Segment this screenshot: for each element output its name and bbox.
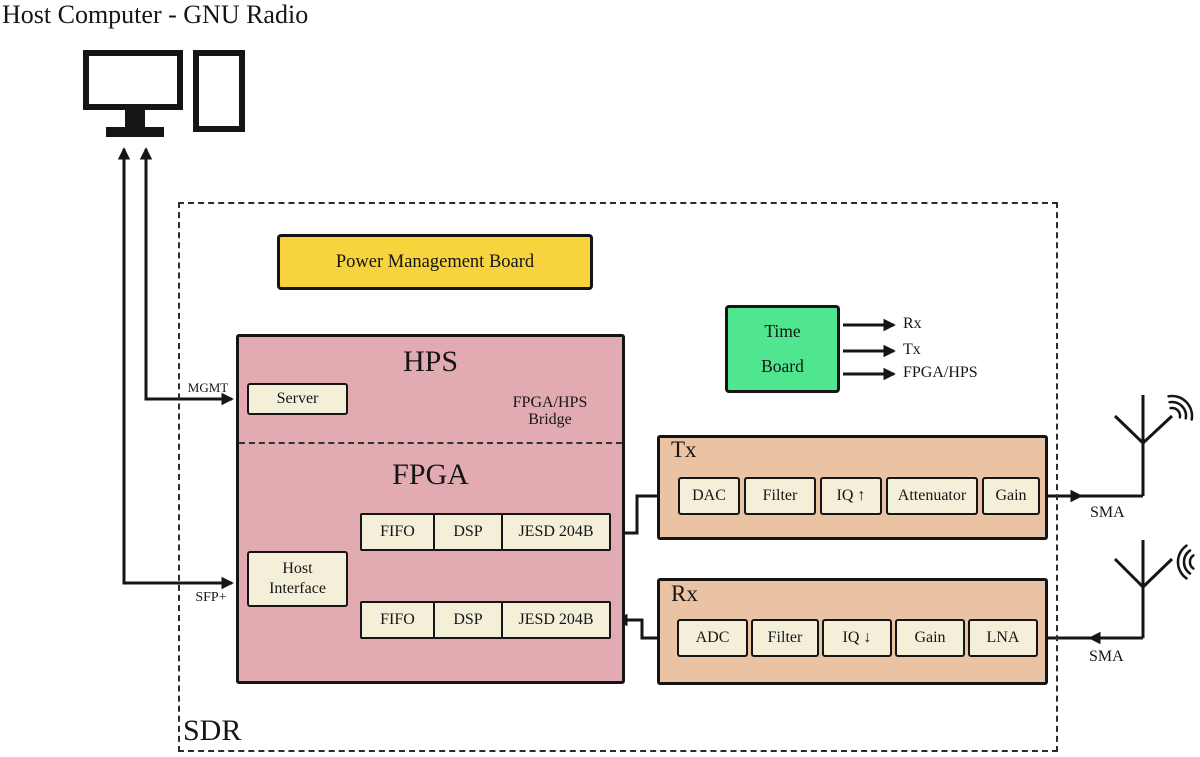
- time-output-tx-label: Tx: [903, 341, 921, 358]
- monitor-base-icon: [106, 127, 164, 137]
- rx-chain-title: Rx: [671, 581, 698, 606]
- fpga-rx-path-row: FIFO DSP JESD 204B: [360, 601, 611, 639]
- tx-gain-block: Gain: [982, 477, 1040, 515]
- computer-tower-icon: [193, 50, 245, 132]
- sdr-enclosure: [178, 202, 1058, 752]
- rx-chain-row: ADC Filter IQ ↓ Gain LNA: [677, 619, 1038, 657]
- time-board-label-line2: Board: [761, 355, 804, 376]
- sfp-cable-line: [117, 147, 234, 590]
- hps-fpga-divider: [239, 442, 622, 444]
- fpga-hps-bridge-label: FPGA/HPS Bridge: [500, 394, 600, 428]
- rx-filter-block: Filter: [751, 619, 819, 657]
- tx-filter-block: Filter: [744, 477, 816, 515]
- mgmt-link-label: MGMT: [187, 380, 229, 395]
- tx-sma-label: SMA: [1090, 504, 1125, 521]
- adc-block: ADC: [677, 619, 748, 657]
- monitor-icon: [83, 50, 183, 110]
- tx-antenna-icon: [1113, 395, 1174, 496]
- host-interface-block: Host Interface: [247, 551, 348, 607]
- power-management-board: Power Management Board: [277, 234, 593, 290]
- rx-radio-waves-icon: [1176, 544, 1195, 580]
- time-board-label-line1: Time: [764, 321, 801, 342]
- iq-down-block: IQ ↓: [822, 619, 892, 657]
- rx-sma-label: SMA: [1089, 648, 1124, 665]
- tx-dsp-block: DSP: [433, 513, 503, 551]
- rx-gain-block: Gain: [895, 619, 965, 657]
- time-board: Time Board: [725, 305, 840, 393]
- lna-block: LNA: [968, 619, 1038, 657]
- time-output-rx-label: Rx: [903, 315, 922, 332]
- iq-up-block: IQ ↑: [820, 477, 882, 515]
- mgmt-cable-line: [139, 147, 234, 406]
- monitor-stand-icon: [125, 110, 145, 127]
- rx-dsp-block: DSP: [433, 601, 503, 639]
- tx-fifo-block: FIFO: [360, 513, 435, 551]
- tx-chain-title: Tx: [671, 437, 697, 462]
- hps-section-label: HPS: [402, 345, 459, 378]
- tx-jesd204b-block: JESD 204B: [501, 513, 611, 551]
- tx-chain-row: DAC Filter IQ ↑ Attenuator Gain: [678, 477, 1040, 515]
- bridge-label-line2: Bridge: [528, 411, 572, 428]
- tx-radio-waves-icon: [1167, 394, 1194, 421]
- fpga-tx-path-row: FIFO DSP JESD 204B: [360, 513, 611, 551]
- dac-block: DAC: [678, 477, 740, 515]
- sdr-enclosure-label: SDR: [183, 714, 242, 747]
- time-output-fpga-hps-label: FPGA/HPS: [903, 364, 978, 381]
- bridge-label-line1: FPGA/HPS: [512, 394, 588, 411]
- rx-jesd204b-block: JESD 204B: [501, 601, 611, 639]
- attenuator-block: Attenuator: [886, 477, 978, 515]
- diagram-title: Host Computer - GNU Radio: [2, 0, 309, 29]
- rx-antenna-icon: [1113, 540, 1174, 638]
- sfp-link-label: SFP+: [195, 590, 227, 605]
- rx-fifo-block: FIFO: [360, 601, 435, 639]
- server-block: Server: [247, 383, 348, 415]
- fpga-section-label: FPGA: [392, 458, 469, 491]
